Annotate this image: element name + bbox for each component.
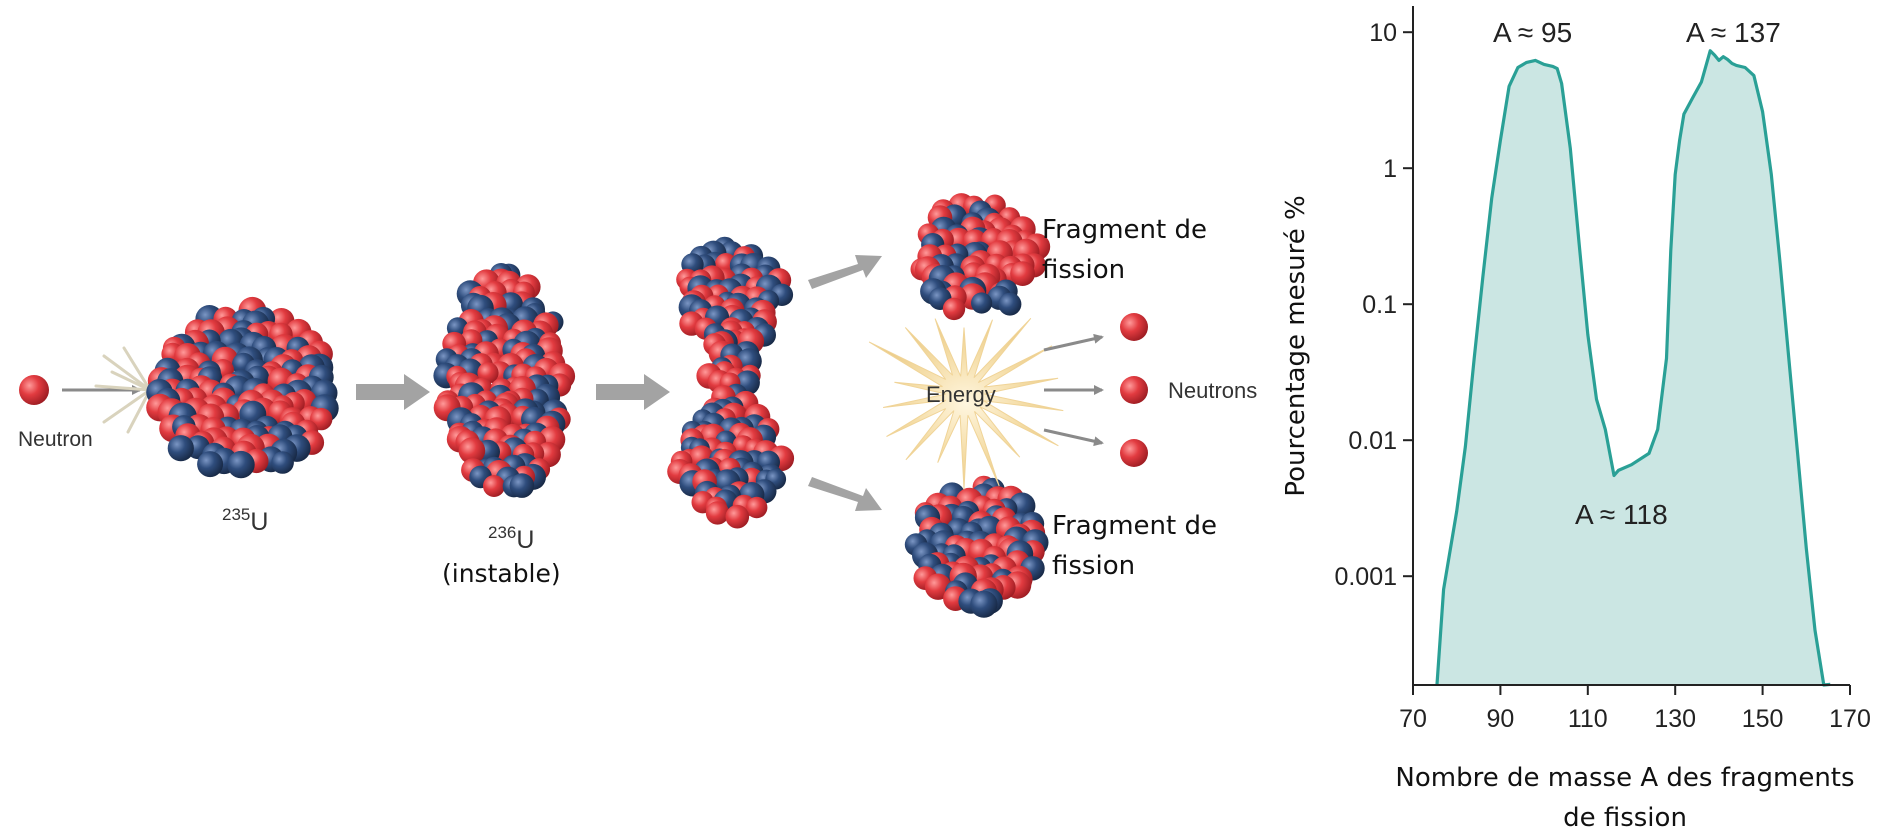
nucleon-ball [971, 292, 993, 314]
x-tick-label: 170 [1829, 705, 1871, 733]
energy-burst-icon [868, 317, 1064, 490]
fragment-bottom-label-line2: fission [1052, 551, 1135, 581]
nucleon-ball [197, 451, 224, 478]
fission-fragment-top [910, 193, 1051, 321]
yield-curve-line [1435, 49, 1831, 687]
emitted-neutron-arrow-3 [1043, 428, 1104, 447]
u236-mass-number: 236 [488, 523, 516, 542]
nucleon-ball [1010, 261, 1035, 286]
nucleon-ball [705, 501, 730, 525]
u236-label: 236U [488, 523, 534, 554]
process-arrow-1 [356, 374, 430, 410]
x-tick-label: 90 [1486, 705, 1514, 733]
y-ticks: 10 1 0.1 0.01 0.001 [1334, 19, 1413, 591]
fragment-top-label-line1: Fragment de [1042, 215, 1207, 245]
annotation-valley: A ≈ 118 [1575, 499, 1668, 530]
fragment-top-label-line2: fission [1042, 255, 1125, 285]
x-ticks: 70 90 110 130 150 170 [1399, 685, 1871, 733]
annotation-peak-heavy: A ≈ 137 [1686, 17, 1781, 48]
nucleon-ball [167, 435, 194, 462]
y-tick-label: 0.001 [1334, 563, 1397, 591]
nucleon-ball [483, 475, 505, 497]
u236-nucleus [433, 263, 576, 498]
nucleon-ball [970, 590, 998, 618]
y-axis-label: Pourcentage mesuré % [1281, 195, 1311, 496]
y-tick-label: 1 [1383, 155, 1397, 183]
nucleon-ball [458, 437, 486, 465]
x-tick-label: 110 [1568, 705, 1608, 733]
fragment-arrow-up [808, 255, 882, 289]
fission-diagram: Neutron 235U 236U (instable) [18, 193, 1257, 618]
nucleon-ball [998, 292, 1022, 316]
nucleon-ball [271, 451, 294, 474]
impact-sparks-icon [94, 346, 152, 434]
nucleon-ball [942, 297, 966, 321]
yield-area-fill [1437, 50, 1831, 686]
u235-label: 235U [222, 505, 268, 536]
x-axis-label-line1: Nombre de masse A des fragments [1395, 763, 1854, 793]
neutrons-label: Neutrons [1168, 378, 1257, 403]
emitted-neutron-1 [1120, 313, 1148, 341]
process-arrow-2 [596, 374, 670, 410]
splitting-nucleus [667, 236, 795, 529]
x-tick-label: 130 [1654, 705, 1696, 733]
x-axis-label-line2: de fission [1563, 803, 1687, 833]
u236-symbol: U [516, 526, 534, 554]
neutron-label: Neutron [18, 428, 93, 451]
emitted-neutron-2 [1120, 376, 1148, 404]
u235-mass-number: 235 [222, 505, 250, 524]
energy-label: Energy [926, 382, 996, 407]
nucleon-ball [509, 473, 535, 498]
u236-state: (instable) [442, 559, 561, 588]
incoming-neutron [19, 375, 49, 405]
nucleon-ball [227, 450, 255, 479]
nucleon-ball [725, 504, 750, 529]
y-tick-label: 10 [1369, 19, 1397, 47]
emitted-neutron-3 [1120, 439, 1148, 467]
emitted-neutron-arrow-1 [1043, 333, 1104, 352]
fragment-arrow-down [808, 477, 882, 511]
nucleon-ball [746, 496, 768, 519]
x-tick-label: 150 [1742, 705, 1784, 733]
x-tick-label: 70 [1399, 705, 1427, 733]
annotation-peak-light: A ≈ 95 [1493, 17, 1572, 48]
fission-fragment-bottom [904, 475, 1049, 618]
y-tick-label: 0.01 [1348, 427, 1397, 455]
fragment-bottom-label-line1: Fragment de [1052, 511, 1217, 541]
y-tick-label: 0.1 [1362, 291, 1397, 319]
u235-nucleus [146, 296, 339, 479]
u235-symbol: U [250, 508, 268, 536]
